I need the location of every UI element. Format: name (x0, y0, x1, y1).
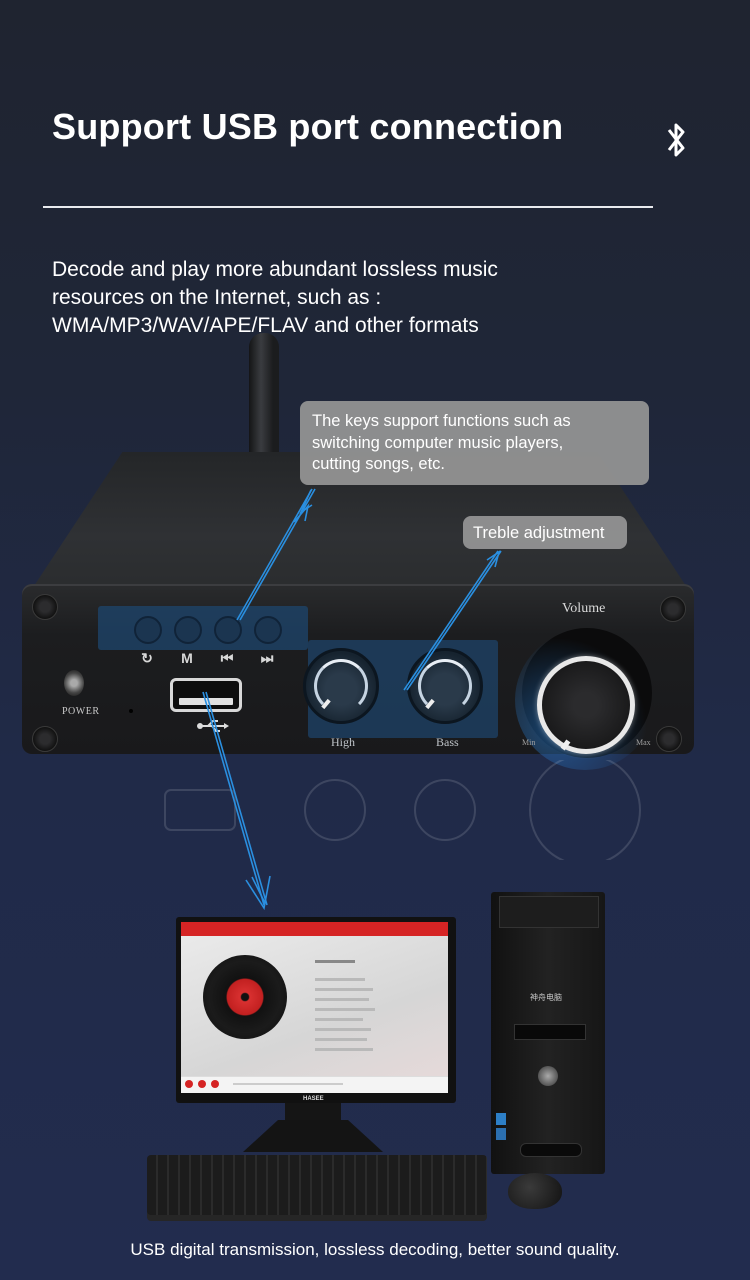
volume-knob[interactable] (537, 656, 635, 754)
amplifier-reflection (164, 760, 641, 860)
repeat-icon: ↻ (141, 650, 153, 666)
mode-key[interactable] (174, 616, 202, 644)
player-titlebar (181, 922, 448, 936)
lyric-line (315, 998, 369, 1001)
vinyl-record (203, 955, 287, 1039)
callout-line: switching computer music players, (312, 433, 564, 452)
description-line: WMA/MP3/WAV/APE/FLAV and other formats (52, 314, 479, 337)
screw-icon (656, 726, 682, 752)
monitor-brand: HASEE (303, 1096, 324, 1102)
next-key[interactable] (254, 616, 282, 644)
intel-badge-icon (496, 1128, 506, 1140)
usb-icon (197, 720, 229, 732)
page-title: Support USB port connection (52, 106, 564, 147)
next-track-icon: ⏭ (260, 650, 274, 666)
antenna (249, 333, 279, 463)
lyric-line (315, 1008, 375, 1011)
repeat-key[interactable] (134, 616, 162, 644)
play-button-icon (198, 1080, 206, 1088)
lyric-line (315, 988, 373, 991)
front-ports (520, 1143, 582, 1157)
keyboard (147, 1155, 487, 1215)
treble-callout: Treble adjustment (463, 516, 627, 549)
description-line: Decode and play more abundant lossless m… (52, 258, 498, 281)
prev-button-icon (185, 1080, 193, 1088)
power-switch[interactable] (64, 670, 84, 696)
description: Decode and play more abundant lossless m… (52, 256, 652, 340)
song-title-line (315, 960, 355, 963)
description-line: resources on the Internet, such as : (52, 286, 382, 309)
high-knob[interactable] (303, 648, 379, 724)
lyric-line (315, 1048, 373, 1051)
progress-bar (233, 1083, 343, 1085)
callout-line: cutting songs, etc. (312, 455, 445, 473)
keys-callout: The keys support functions such as switc… (300, 401, 649, 485)
high-label: High (331, 735, 355, 749)
footer-caption: USB digital transmission, lossless decod… (130, 1240, 620, 1259)
lyric-line (315, 1028, 371, 1031)
monitor-base (243, 1120, 383, 1152)
screw-icon (32, 726, 58, 752)
next-button-icon (211, 1080, 219, 1088)
lyric-line (315, 978, 365, 981)
power-label: POWER (62, 706, 100, 717)
lyric-line (315, 1018, 363, 1021)
mode-icon: M (181, 650, 193, 666)
tower-brand: 神舟电脑 (530, 993, 562, 1002)
usb-port[interactable] (170, 678, 242, 712)
min-label: Min (522, 738, 536, 747)
screw-icon (32, 594, 58, 620)
pc-power-button (538, 1066, 558, 1086)
mouse (508, 1173, 562, 1209)
previous-key[interactable] (214, 616, 242, 644)
optical-drive (499, 896, 599, 928)
callout-line: The keys support functions such as (312, 412, 571, 430)
windows-badge-icon (496, 1113, 506, 1125)
volume-label: Volume (562, 601, 606, 616)
lyric-line (315, 1038, 367, 1041)
screw-icon (660, 596, 686, 622)
max-label: Max (636, 738, 651, 747)
bass-knob[interactable] (407, 648, 483, 724)
bass-label: Bass (436, 735, 459, 749)
bluetooth-icon (667, 123, 685, 157)
previous-track-icon: ⏮ (220, 650, 234, 666)
monitor-stand (285, 1103, 341, 1125)
card-reader (514, 1024, 586, 1040)
status-led (129, 709, 133, 713)
divider (43, 206, 653, 208)
